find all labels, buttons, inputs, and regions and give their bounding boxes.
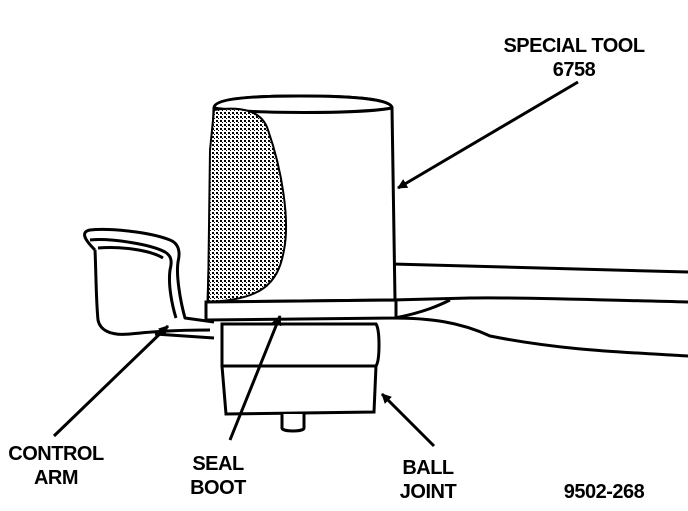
callout-seal-boot: SEAL BOOT — [190, 453, 247, 499]
control-arm-label-line2: ARM — [34, 467, 78, 489]
callout-special-tool: SPECIAL TOOL 6758 — [503, 35, 645, 81]
special-tool-6758 — [204, 94, 398, 322]
leader-ball-joint — [380, 392, 436, 448]
seal-boot-label-line1: SEAL — [192, 453, 244, 475]
leader-control-arm — [52, 324, 170, 438]
callout-control-arm: CONTROL ARM — [8, 443, 104, 489]
special-tool-label-line2: 6758 — [553, 59, 596, 81]
control-arm — [83, 228, 215, 340]
ball-joint-label-line2: JOINT — [400, 481, 457, 503]
ball-joint — [220, 322, 381, 433]
control-arm-label-line1: CONTROL — [8, 443, 104, 465]
ball-joint-label-line1: BALL — [402, 457, 454, 479]
figure-code: 9502-268 — [564, 481, 645, 503]
leader-special-tool — [397, 80, 579, 190]
callout-ball-joint: BALL JOINT — [400, 457, 457, 503]
special-tool-label-line1: SPECIAL TOOL — [503, 35, 644, 57]
leader-lines — [52, 80, 579, 448]
knuckle-arm — [391, 262, 688, 358]
seal-boot-label-line2: BOOT — [190, 477, 246, 499]
leader-seal-boot — [228, 315, 282, 441]
